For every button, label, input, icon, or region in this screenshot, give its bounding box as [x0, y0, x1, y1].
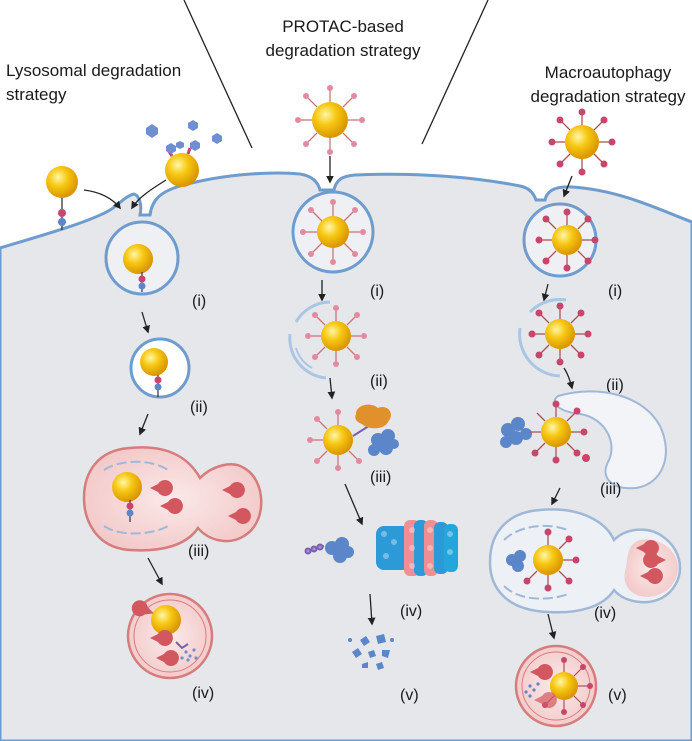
- left-step-iv: (iv): [192, 685, 214, 702]
- phagophore-iii: [500, 390, 667, 490]
- protac-ternary-complex-iii: [307, 404, 399, 471]
- center-step-iv: (iv): [400, 603, 422, 620]
- right-step-iv: (iv): [594, 605, 616, 622]
- center-step-v: (v): [400, 687, 419, 704]
- macro-nanoparticle-outside: [548, 108, 616, 176]
- right-step-ii: (ii): [606, 377, 624, 394]
- center-arrow-3: [344, 483, 364, 526]
- protac-vesicle-i: [291, 190, 375, 274]
- endosome-ii: [129, 337, 191, 399]
- title-lysosomal-line1: Lysosomal degradation: [6, 61, 181, 80]
- lysosomal-column: (i) (ii) (iii): [46, 120, 263, 702]
- title-protac-line1: PROTAC-based: [282, 17, 404, 36]
- protac-nanoparticle-outside: [295, 85, 365, 155]
- right-step-iii: (iii): [600, 481, 621, 498]
- nanoparticle-receptor-outside: [46, 166, 78, 230]
- center-arrow-4: [367, 593, 376, 626]
- proteasome-barrel: [376, 520, 458, 576]
- right-arrow-0: [562, 175, 573, 198]
- macroautophagy-column: (i) (ii): [488, 108, 682, 728]
- left-step-iii: (iii): [188, 543, 209, 560]
- macro-escape-ii: [518, 298, 592, 378]
- proteasome-iv: [304, 520, 458, 576]
- right-arrow-4: [547, 613, 557, 640]
- arrow-converge-a: [83, 189, 121, 210]
- left-arrow-2: [138, 413, 149, 436]
- protac-column: (i) (ii): [288, 85, 458, 704]
- center-step-iii: (iii): [370, 469, 391, 486]
- divider-left: [183, 0, 253, 149]
- title-macroautophagy-line2: degradation strategy: [531, 87, 686, 106]
- divider-right: [421, 0, 489, 145]
- center-step-ii: (ii): [370, 373, 388, 390]
- left-arrow-3: [147, 557, 163, 586]
- title-protac-line2: degradation strategy: [266, 41, 421, 60]
- title-macroautophagy-line1: Macroautophagy: [545, 63, 672, 82]
- left-step-i: (i): [192, 293, 206, 310]
- left-step-ii: (ii): [190, 399, 208, 416]
- right-arrow-2: [563, 367, 575, 390]
- lysosome-v: [514, 644, 598, 728]
- right-step-i: (i): [608, 283, 622, 300]
- nanoparticle-ligand-bound: [165, 140, 200, 187]
- left-arrow-1: [141, 311, 150, 334]
- endolysosome-fusion-iii: [82, 446, 263, 552]
- right-arrow-3: [551, 487, 561, 506]
- title-lysosomal-line2: strategy: [6, 85, 67, 104]
- right-step-v: (v): [608, 687, 627, 704]
- lysosome-iv: [126, 592, 214, 680]
- arrow-converge-b: [131, 179, 167, 210]
- right-arrow-1: [541, 283, 550, 302]
- center-arrow-2: [327, 377, 336, 400]
- protac-escape-ii: [288, 300, 367, 380]
- autolysosome-iv: [488, 508, 682, 614]
- macro-vesicle-i: [522, 202, 599, 278]
- center-step-i: (i): [370, 283, 384, 300]
- endocytic-vesicle-i: [104, 220, 180, 296]
- free-ligand-particles: [146, 120, 222, 149]
- peptide-fragments-v: [348, 634, 394, 670]
